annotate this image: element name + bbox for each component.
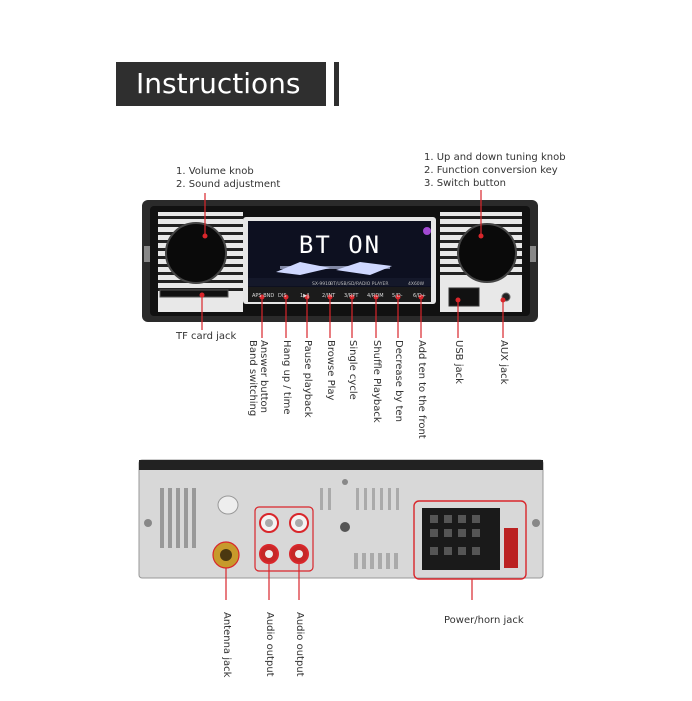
back-badge — [217, 495, 239, 515]
panel-button-label: 6/D+ — [413, 293, 426, 299]
page-title: Instructions — [136, 67, 301, 100]
power-horn-label: Power/horn jack — [444, 615, 524, 626]
band-switching-label: Band switching — [247, 340, 258, 417]
right-knob-label-2: 2. Function conversion key — [424, 165, 558, 176]
left-mount-tab — [144, 246, 150, 262]
back-ground-bolt — [340, 522, 350, 532]
browse-play-label: Browse Play — [325, 340, 336, 401]
left-knob-label-1: 1. Volume knob — [176, 166, 254, 177]
back-vents-top — [320, 488, 399, 510]
shuffle-playback-label: Shuffle Playback — [371, 340, 382, 423]
aux-jack-label: AUX jack — [498, 340, 509, 385]
audio-output-label-2: Audio output — [294, 612, 305, 677]
back-vents-left — [160, 488, 196, 548]
button-strip — [248, 287, 431, 302]
single-cycle-label: Single cycle — [347, 340, 358, 400]
display-equalizer — [276, 262, 392, 275]
panel-power: 4X60W — [408, 281, 425, 287]
hang-up-label: Hang up / time — [281, 340, 292, 415]
right-knob-label-3: 3. Switch button — [424, 178, 506, 189]
pause-playback-label: Pause playback — [302, 340, 313, 418]
tuning-knob — [457, 223, 517, 283]
back-screw-right — [532, 519, 540, 527]
volume-knob — [165, 222, 227, 284]
panel-button-label: APS BND — [252, 293, 274, 299]
left-knob-label-2: 2. Sound adjustment — [176, 179, 281, 190]
panel-button-label: DIS — [278, 293, 287, 299]
right-knob-label-1: 1. Up and down tuning knob — [424, 152, 566, 163]
display-text: BT ON — [299, 231, 381, 259]
title-accent-bar — [334, 62, 339, 106]
tf-card-slot — [159, 289, 229, 298]
decrease-by-ten-label: Decrease by ten — [393, 340, 404, 422]
panel-buttons: APS BND DIS 1▶‖ 2/INT 3/RPT 4/RDM 5/D- 6… — [252, 293, 426, 299]
panel-model: SX-9910 — [312, 281, 331, 287]
back-screw-top — [342, 479, 348, 485]
panel-spec: BT/USB/SD/RADIO PLAYER — [330, 281, 389, 287]
panel-button-label: 4/RDM — [367, 293, 384, 299]
front-callouts — [201, 190, 504, 338]
back-vents-bottom — [354, 553, 398, 569]
back-top-edge — [139, 460, 543, 470]
front-callout-dots — [199, 233, 506, 303]
usb-jack-label: USB jack — [453, 340, 464, 384]
fuse-block — [504, 528, 518, 568]
add-ten-label: Add ten to the front — [416, 340, 427, 439]
back-screw-left — [144, 519, 152, 527]
power-horn-callout-box — [413, 500, 527, 580]
iso-pins — [430, 515, 480, 555]
right-mount-tab — [530, 246, 536, 262]
antenna-jack-center — [220, 549, 232, 561]
panel-button-label: 3/RPT — [344, 293, 359, 299]
title-bar: Instructions — [116, 62, 326, 106]
panel-button-label: 2/INT — [322, 293, 336, 299]
display-indicator-dot — [423, 227, 431, 235]
antenna-jack-label: Antenna jack — [221, 612, 232, 678]
display-status-strip — [248, 278, 431, 286]
tf-card-label: TF card jack — [176, 331, 237, 342]
back-callouts — [225, 563, 473, 600]
audio-output-label-1: Audio output — [264, 612, 275, 677]
panel-button-label: 5/D- — [392, 293, 403, 299]
panel-button-label: 1▶‖ — [300, 293, 310, 299]
rca-callout-box — [254, 506, 314, 572]
answer-button-label: Answer button — [258, 340, 269, 413]
